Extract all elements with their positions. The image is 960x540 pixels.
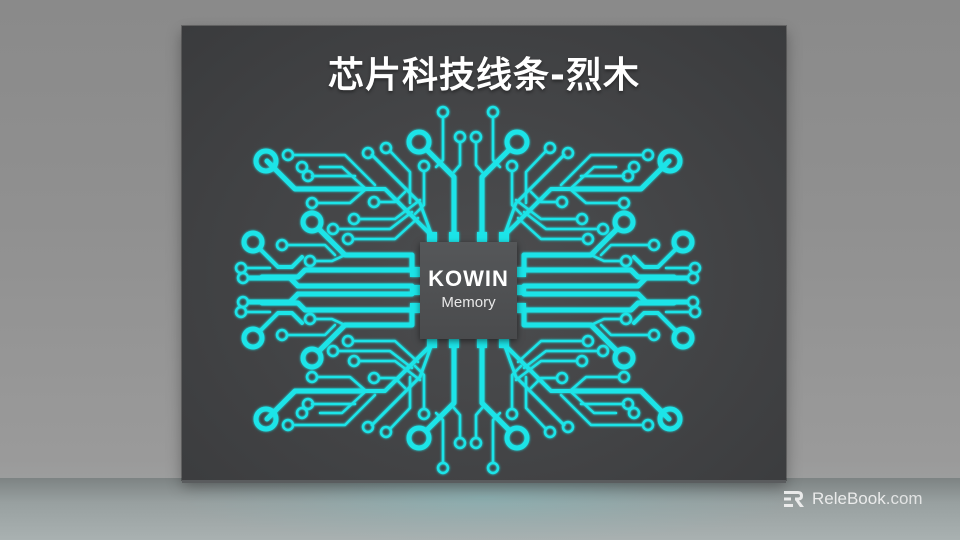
floor-reflection — [0, 478, 960, 540]
relebook-logo-icon — [784, 491, 804, 507]
watermark-domain: .com — [885, 489, 923, 508]
panel-bottom-edge — [182, 480, 786, 483]
watermark-brand: ReleBook — [812, 489, 886, 508]
chip-brand-label: KOWIN — [428, 266, 509, 291]
page-title: 芯片科技线条-烈木 — [328, 55, 640, 96]
floor-glow — [190, 480, 780, 540]
watermark: ReleBook.com — [783, 487, 923, 511]
chip-subtitle-label: Memory — [441, 294, 496, 311]
memory-chip: KOWIN Memory — [420, 242, 517, 339]
